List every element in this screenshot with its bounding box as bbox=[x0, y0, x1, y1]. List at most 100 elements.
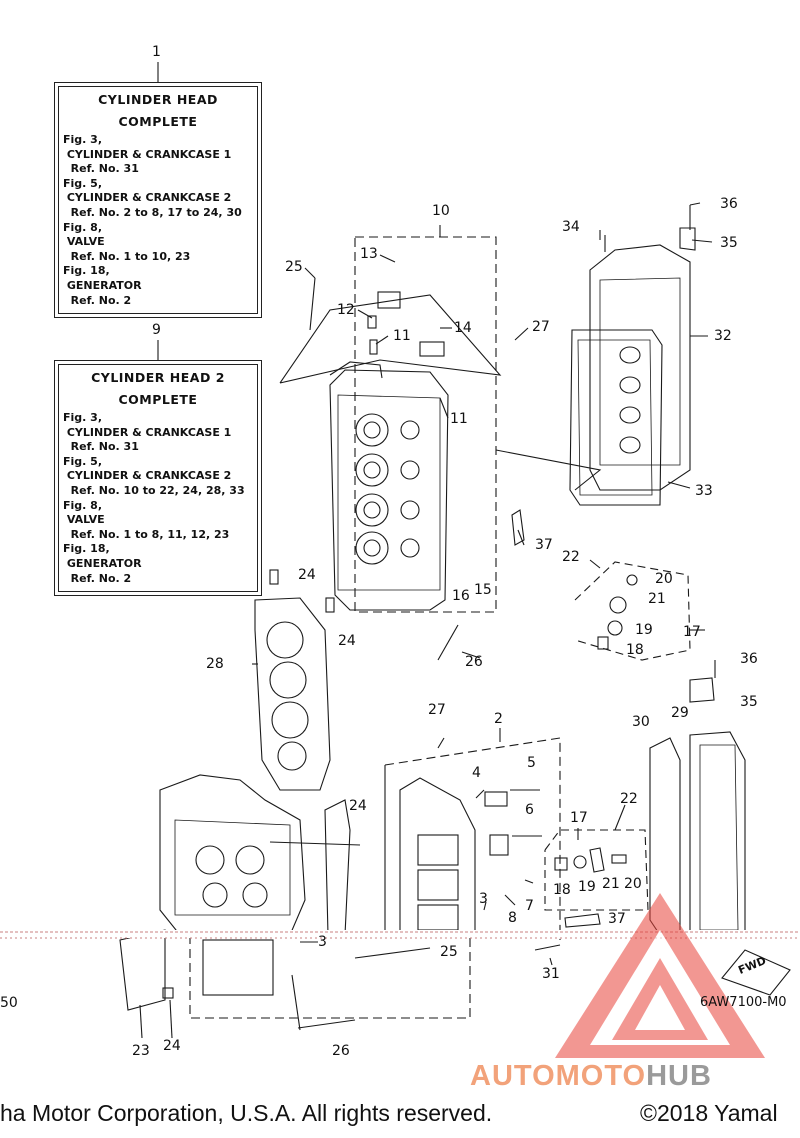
part-label: 36 bbox=[720, 196, 738, 212]
group-10-dashed-outline bbox=[354, 236, 497, 613]
part-label: 25 bbox=[440, 944, 458, 960]
part-label: 21 bbox=[648, 591, 666, 607]
fwd-arrow bbox=[721, 949, 791, 996]
part-label: 14 bbox=[454, 320, 472, 336]
part-label: 21 bbox=[602, 876, 620, 892]
part-label: 17 bbox=[683, 624, 701, 640]
reference-line: VALVE bbox=[63, 235, 105, 249]
part-label: 27 bbox=[428, 702, 446, 718]
cylinder-head-2-callout-box: CYLINDER HEAD 2 COMPLETE Fig. 3, CYLINDE… bbox=[54, 360, 262, 596]
reference-line: Fig. 18, bbox=[63, 264, 110, 278]
part-label: 35 bbox=[740, 694, 758, 710]
reference-line: CYLINDER & CRANKCASE 2 bbox=[63, 191, 232, 205]
reference-line: Fig. 8, bbox=[63, 220, 102, 234]
cylinder-head-2-drawing bbox=[399, 777, 509, 936]
reference-line: Fig. 5, bbox=[63, 176, 102, 190]
watermark-part-a: AUTOMOTO bbox=[470, 1060, 647, 1092]
reference-line: CYLINDER & CRANKCASE 2 bbox=[63, 469, 232, 483]
reference-line: Ref. No. 2 bbox=[63, 571, 132, 585]
cylinder-head-1-drawing bbox=[329, 291, 449, 611]
part-label: 37 bbox=[535, 537, 553, 553]
reference-line: Ref. No. 31 bbox=[63, 162, 139, 176]
part-label: 4 bbox=[472, 765, 481, 781]
reference-line: GENERATOR bbox=[63, 556, 142, 570]
part-label: 3 bbox=[479, 891, 488, 907]
part-label: 26 bbox=[332, 1043, 350, 1059]
part-label: 23 bbox=[132, 1043, 150, 1059]
box-2-subtitle: COMPLETE bbox=[118, 392, 198, 407]
part-label: 50 bbox=[0, 995, 18, 1011]
part-label: 19 bbox=[635, 622, 653, 638]
part-label: 11 bbox=[393, 328, 411, 344]
part-label: 10 bbox=[432, 203, 450, 219]
reference-line: VALVE bbox=[63, 513, 105, 527]
reference-line: Ref. No. 1 to 8, 11, 12, 23 bbox=[63, 527, 230, 541]
gasket-28-drawing bbox=[254, 597, 331, 791]
part-label: 24 bbox=[338, 633, 356, 649]
part-label: 7 bbox=[525, 898, 534, 914]
cylinder-head-callout-box: CYLINDER HEAD COMPLETE Fig. 3, CYLINDER … bbox=[54, 82, 262, 318]
part-label: 3 bbox=[318, 934, 327, 950]
part-label: 24 bbox=[298, 567, 316, 583]
part-label: 19 bbox=[578, 879, 596, 895]
copyright-year: ©2018 Yamal bbox=[640, 1100, 778, 1126]
part-label: 29 bbox=[671, 705, 689, 721]
part-label: 34 bbox=[562, 219, 580, 235]
part-label: 35 bbox=[720, 235, 738, 251]
part-label: 24 bbox=[163, 1038, 181, 1054]
reference-line: Fig. 3, bbox=[63, 133, 102, 146]
part-label: 37 bbox=[608, 911, 626, 927]
part-label: 18 bbox=[553, 882, 571, 898]
part-label: 20 bbox=[655, 571, 673, 587]
watermark-logo bbox=[555, 893, 765, 1058]
part-label: 31 bbox=[542, 966, 560, 982]
part-label: 22 bbox=[620, 791, 638, 807]
part-label: 30 bbox=[632, 714, 650, 730]
part-label: 15 bbox=[474, 582, 492, 598]
watermark-part-b: HUB bbox=[646, 1060, 712, 1092]
head-cover-2-drawing bbox=[649, 660, 746, 936]
box-2-title: CYLINDER HEAD 2 bbox=[91, 370, 225, 385]
part-label: 32 bbox=[714, 328, 732, 344]
part-label: 12 bbox=[337, 302, 355, 318]
reference-line: Ref. No. 2 bbox=[63, 293, 132, 307]
part-label: 8 bbox=[508, 910, 517, 926]
watermark-text: AUTOMOTOHUB bbox=[470, 1060, 712, 1093]
part-label: 5 bbox=[527, 755, 536, 771]
crankcase-drawing bbox=[159, 774, 306, 936]
part-label: 18 bbox=[626, 642, 644, 658]
part-label: 17 bbox=[570, 810, 588, 826]
reference-line: Fig. 18, bbox=[63, 542, 110, 556]
part-label: 36 bbox=[740, 651, 758, 667]
box-1-ref-number: 1 bbox=[152, 44, 161, 60]
part-label: 33 bbox=[695, 483, 713, 499]
part-label: 24 bbox=[349, 798, 367, 814]
box-1-subtitle: COMPLETE bbox=[118, 114, 198, 129]
reference-line: CYLINDER & CRANKCASE 1 bbox=[63, 147, 232, 161]
reference-line: Fig. 5, bbox=[63, 454, 102, 468]
reference-line: Ref. No. 1 to 10, 23 bbox=[63, 249, 191, 263]
reference-line: Fig. 3, bbox=[63, 411, 102, 424]
part-label: 22 bbox=[562, 549, 580, 565]
copyright-footer: ha Motor Corporation, U.S.A. All rights … bbox=[0, 1100, 493, 1126]
reference-line: CYLINDER & CRANKCASE 1 bbox=[63, 425, 232, 439]
diagram-code: 6AW7100-M0 bbox=[700, 995, 787, 1010]
head-cover-1-drawing bbox=[569, 205, 696, 506]
part-label: 27 bbox=[532, 319, 550, 335]
reference-line: GENERATOR bbox=[63, 278, 142, 292]
box-2-ref-number: 9 bbox=[152, 322, 161, 338]
part-label: 11 bbox=[450, 411, 468, 427]
part-label: 26 bbox=[465, 654, 483, 670]
reference-line: Fig. 8, bbox=[63, 498, 102, 512]
part-label: 16 bbox=[452, 588, 470, 604]
part-label: 20 bbox=[624, 876, 642, 892]
reference-line: Ref. No. 2 to 8, 17 to 24, 30 bbox=[63, 205, 242, 219]
part-label: 2 bbox=[494, 711, 503, 727]
reference-line: Ref. No. 31 bbox=[63, 440, 139, 454]
box-1-title: CYLINDER HEAD bbox=[98, 92, 218, 107]
part-label: 13 bbox=[360, 246, 378, 262]
part-label: 6 bbox=[525, 802, 534, 818]
reference-line: Ref. No. 10 to 22, 24, 28, 33 bbox=[63, 483, 245, 497]
part-label: 25 bbox=[285, 259, 303, 275]
